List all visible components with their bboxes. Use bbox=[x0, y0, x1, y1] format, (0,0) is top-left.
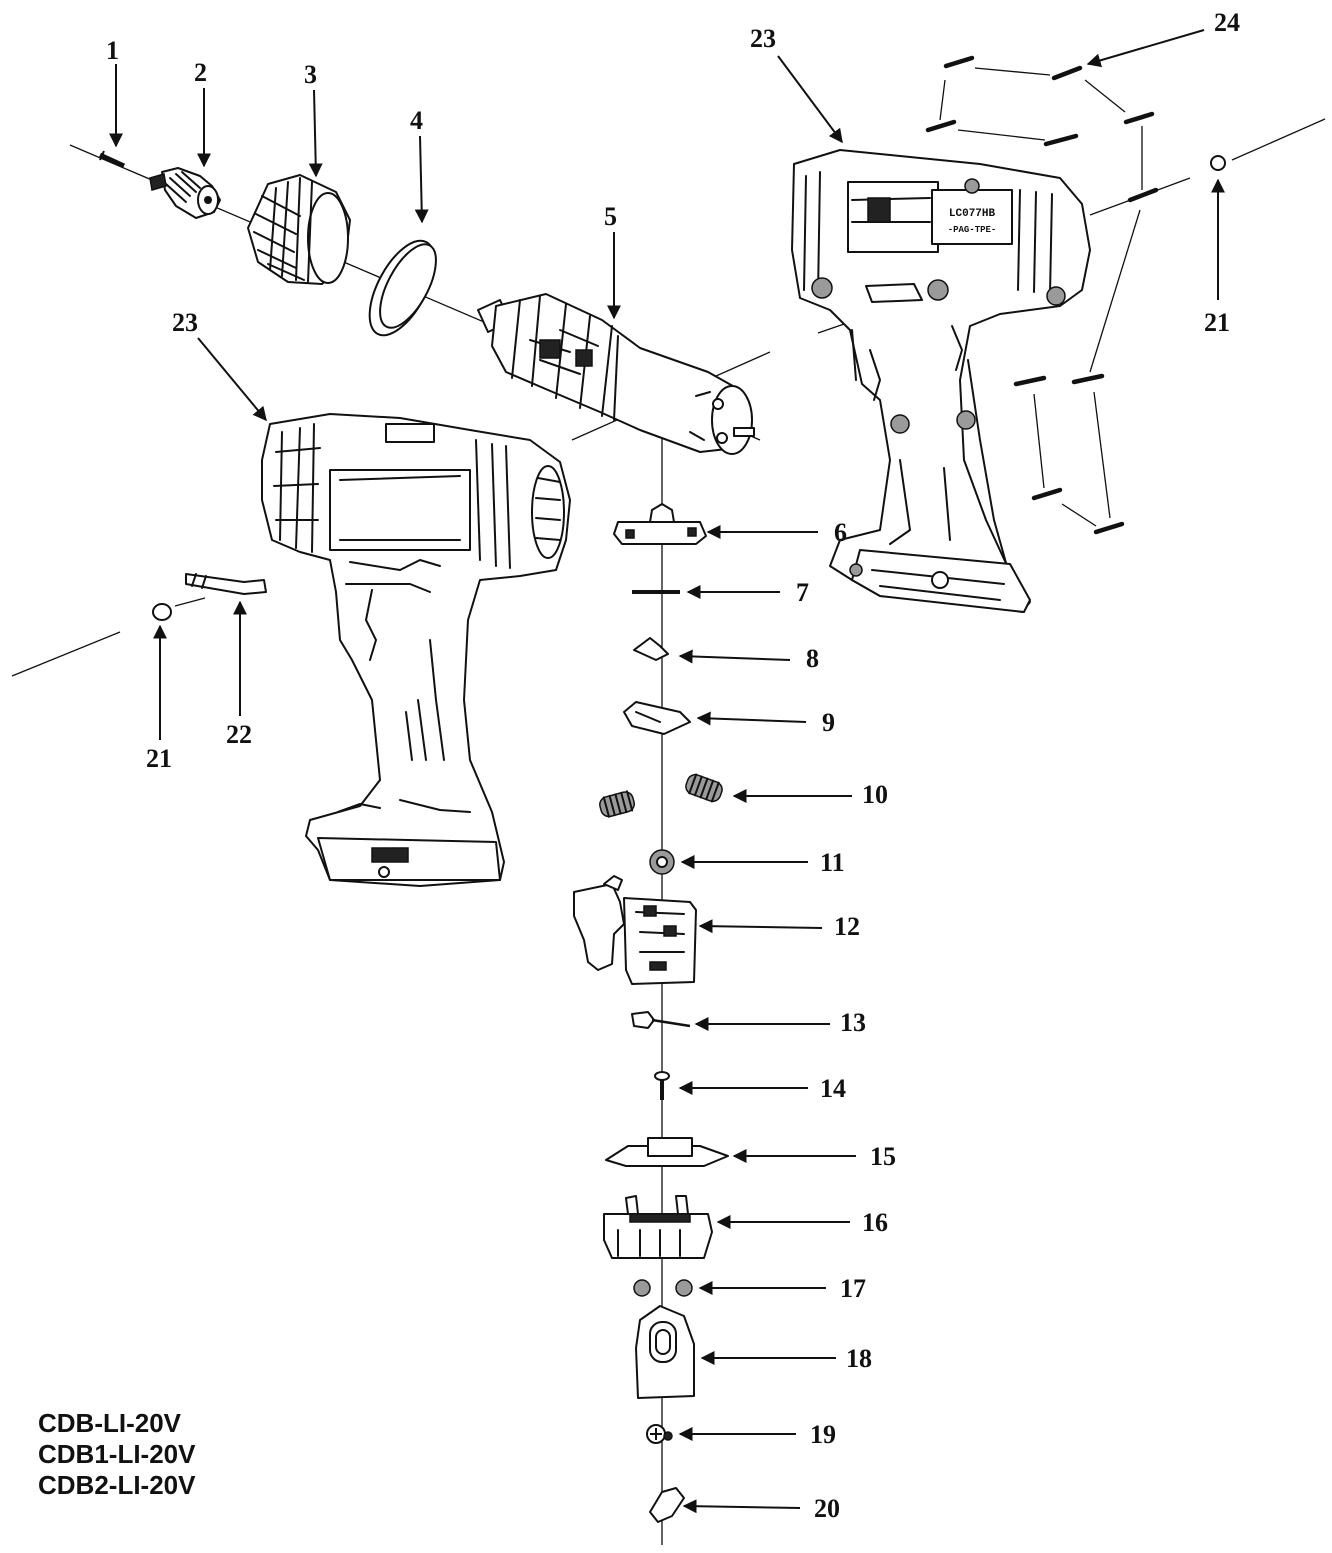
part-22-bit bbox=[185, 573, 267, 595]
part-1-screw bbox=[98, 150, 126, 169]
callout-10: 10 bbox=[862, 780, 888, 809]
part-4-ring bbox=[368, 239, 437, 337]
part-23-housing-right: LC077HB -PAG-TPE- bbox=[791, 149, 1091, 613]
callout-17: 17 bbox=[840, 1274, 866, 1303]
model-name: CDB1-LI-20V bbox=[38, 1439, 196, 1469]
part-9-lever bbox=[623, 701, 691, 735]
part-8-spring-clip bbox=[633, 637, 669, 661]
part-17-nuts bbox=[633, 1279, 693, 1297]
callout-11: 11 bbox=[820, 848, 845, 877]
callout-21-right: 21 bbox=[1204, 308, 1230, 337]
callout-24: 24 bbox=[1214, 8, 1240, 37]
callout-3: 3 bbox=[304, 60, 317, 89]
callout-23-left: 23 bbox=[172, 308, 198, 337]
callout-9: 9 bbox=[822, 708, 835, 737]
callout-22: 22 bbox=[226, 720, 252, 749]
callout-8: 8 bbox=[806, 644, 819, 673]
model-list: CDB-LI-20V CDB1-LI-20V CDB2-LI-20V bbox=[38, 1408, 195, 1501]
part-21-ball-right bbox=[1210, 155, 1226, 171]
part-18-bracket bbox=[635, 1305, 695, 1399]
part-20-clip bbox=[649, 1487, 685, 1523]
callout-14: 14 bbox=[820, 1074, 846, 1103]
model-name: CDB2-LI-20V bbox=[38, 1470, 196, 1500]
part-2-chuck bbox=[149, 167, 221, 219]
part-16-switch-block bbox=[603, 1195, 713, 1259]
callout-23-right: 23 bbox=[750, 24, 776, 53]
part-24-screws bbox=[925, 55, 1159, 535]
callout-2: 2 bbox=[194, 58, 207, 87]
callout-6: 6 bbox=[834, 518, 847, 547]
part-21-ball-left bbox=[152, 603, 172, 621]
part-6-switch-cover bbox=[613, 503, 707, 545]
housing-label-line2: -PAG-TPE- bbox=[948, 225, 997, 235]
part-15-plate bbox=[605, 1137, 729, 1167]
part-3-clutch-collar bbox=[247, 174, 351, 285]
model-name: CDB-LI-20V bbox=[38, 1408, 182, 1438]
callout-4: 4 bbox=[410, 106, 423, 135]
callout-5: 5 bbox=[604, 202, 617, 231]
part-12-trigger-switch bbox=[573, 875, 697, 985]
callout-16: 16 bbox=[862, 1208, 888, 1237]
callout-1: 1 bbox=[106, 36, 119, 65]
part-23-housing-left bbox=[261, 413, 571, 887]
part-10-springs bbox=[599, 773, 723, 818]
callout-12: 12 bbox=[834, 912, 860, 941]
part-11-washer bbox=[649, 849, 675, 875]
part-13-light bbox=[631, 1011, 691, 1029]
callout-15: 15 bbox=[870, 1142, 896, 1171]
housing-label-line1: LC077HB bbox=[949, 208, 996, 220]
callout-21-left: 21 bbox=[146, 744, 172, 773]
callout-13: 13 bbox=[840, 1008, 866, 1037]
part-19-screw-head bbox=[646, 1424, 673, 1444]
part-14-screw bbox=[654, 1071, 670, 1100]
callout-7: 7 bbox=[796, 578, 809, 607]
callout-20: 20 bbox=[814, 1494, 840, 1523]
callout-arrows bbox=[109, 29, 1225, 1514]
part-5-gearbox-motor bbox=[477, 293, 755, 455]
callout-18: 18 bbox=[846, 1344, 872, 1373]
callout-19: 19 bbox=[810, 1420, 836, 1449]
